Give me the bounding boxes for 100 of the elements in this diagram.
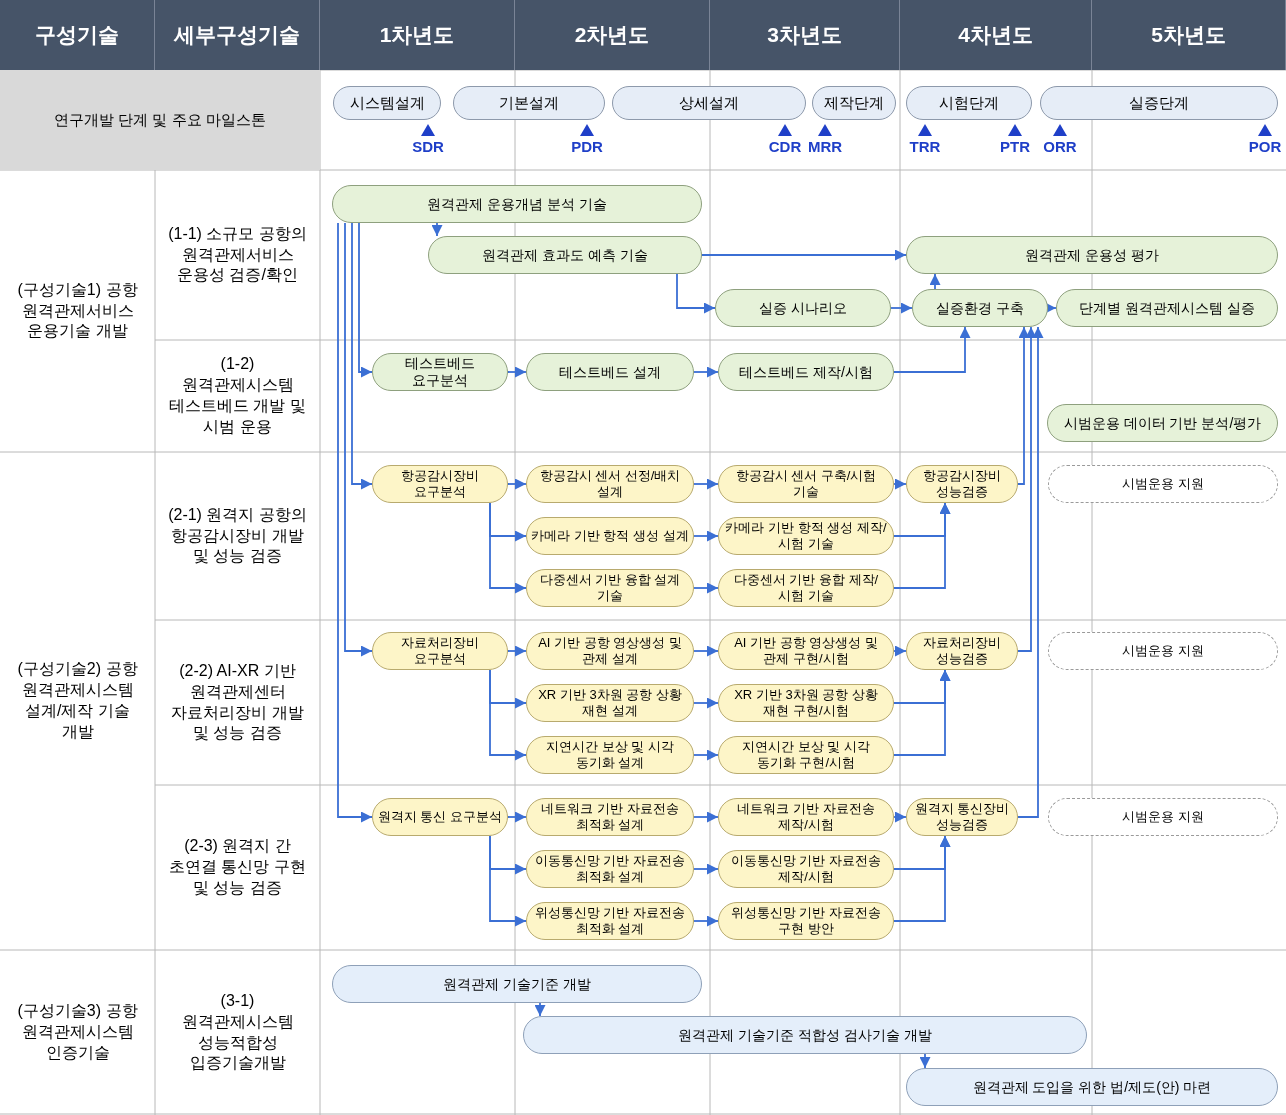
task-box xyxy=(526,632,694,670)
column-header: 5차년도 xyxy=(1092,0,1286,70)
task-label: 위성통신망 기반 자료전송 구현 방안 xyxy=(729,905,883,937)
task-box xyxy=(526,569,694,607)
task-label: 항공감시 센서 구축/시험 기술 xyxy=(734,468,878,500)
task-label: 원격관제 도입을 위한 법/제도(안) 마련 xyxy=(972,1078,1212,1096)
task-label: 네트워크 기반 자료전송 최적화 설계 xyxy=(540,801,680,833)
task-box xyxy=(372,465,508,503)
milestone-label: POR xyxy=(1248,138,1282,155)
task-label: 자료처리장비 요구분석 xyxy=(400,635,480,667)
arrow xyxy=(534,1002,546,1017)
milestone-label: TRR xyxy=(909,138,941,155)
task-box xyxy=(526,684,694,722)
task-label: 테스트베드 요구분석 xyxy=(404,355,476,389)
task-box xyxy=(718,902,894,940)
arrow xyxy=(693,530,719,542)
milestone-label: PTR xyxy=(1000,138,1030,155)
task-label: XR 기반 3차원 공항 상황 재현 설계 xyxy=(537,687,683,719)
task-label: 시범운용 데이터 기반 분석/평가 xyxy=(1063,414,1262,432)
task-label: XR 기반 3차원 공항 상황 재현 구현/시험 xyxy=(733,687,879,719)
task-box xyxy=(1048,798,1278,836)
task-box xyxy=(1048,465,1278,503)
arrow xyxy=(693,697,719,709)
milestone-label: PDR xyxy=(571,138,603,155)
task-box xyxy=(526,353,694,391)
arrow xyxy=(1017,326,1037,652)
task-label: 원격지 통신장비 성능검증 xyxy=(913,801,1011,833)
arrow xyxy=(893,645,907,657)
arrow xyxy=(1017,326,1030,485)
arrow xyxy=(507,645,527,657)
task-box xyxy=(428,236,702,274)
milestone-label: CDR xyxy=(768,138,802,155)
table-cell-text: (2-2) AI-XR 기반 원격관제센터 자료처리장비 개발 및 성능 검증 xyxy=(170,660,305,744)
task-label: 원격관제 운용성 평가 xyxy=(1025,246,1159,264)
milestone-label: SDR xyxy=(412,138,444,155)
task-label: 원격관제 운용개념 분석 기술 xyxy=(427,195,607,213)
task-box xyxy=(718,465,894,503)
arrow xyxy=(489,835,527,927)
column-header: 1차년도 xyxy=(320,0,515,70)
task-box xyxy=(372,632,508,670)
arrow xyxy=(507,366,527,378)
task-box xyxy=(523,1016,1087,1054)
phase-pill xyxy=(453,86,605,120)
arrow xyxy=(893,478,907,490)
task-label: 카메라 기반 항적 생성 설계 xyxy=(531,528,689,544)
column-header: 3차년도 xyxy=(710,0,900,70)
task-box xyxy=(372,798,508,836)
task-label: AI 기반 공항 영상생성 및 관제 구현/시험 xyxy=(733,635,879,667)
task-label: 시범운용 지원 xyxy=(1122,643,1204,659)
column-header: 4차년도 xyxy=(900,0,1092,70)
arrow xyxy=(507,478,527,490)
task-box xyxy=(1047,404,1278,442)
task-label: 지연시간 보상 및 시각 동기화 구현/시험 xyxy=(741,739,871,771)
task-label: 실증 시나리오 xyxy=(759,299,847,317)
task-label: 네트워크 기반 자료전송 제작/시험 xyxy=(736,801,876,833)
milestone-label: ORR xyxy=(1043,138,1077,155)
task-label: 다중센서 기반 융합 설계 기술 xyxy=(538,572,682,604)
phase-pill xyxy=(612,86,806,120)
column-header: 2차년도 xyxy=(515,0,710,70)
task-box xyxy=(718,798,894,836)
task-label: 실증환경 구축 xyxy=(936,299,1024,317)
phase-pill xyxy=(812,86,896,120)
task-box xyxy=(718,353,894,391)
task-box xyxy=(912,289,1048,327)
arrow xyxy=(676,273,716,314)
table-cell-text: (구성기술3) 공항 원격관제시스템 인증기술 xyxy=(16,1001,139,1063)
phase-label: 시험단계 xyxy=(939,94,999,112)
task-box xyxy=(332,185,702,223)
arrow xyxy=(893,326,971,373)
arrow xyxy=(693,582,719,594)
arrow xyxy=(693,366,719,378)
table-cell-text: (3-1) 원격관제시스템 성능적합성 입증기술개발 xyxy=(180,990,295,1074)
arrow xyxy=(693,863,719,875)
arrow xyxy=(919,1053,931,1069)
task-box xyxy=(906,465,1018,503)
task-label: 위성통신망 기반 자료전송 최적화 설계 xyxy=(533,905,687,937)
arrow xyxy=(890,302,913,314)
arrow xyxy=(893,669,951,756)
phase-pill xyxy=(1040,86,1278,120)
task-label: 원격관제 기술기준 개발 xyxy=(443,975,591,993)
phase-label: 시스템설계 xyxy=(349,94,425,112)
arrow xyxy=(893,502,951,589)
task-label: 시범운용 지원 xyxy=(1122,809,1204,825)
task-box xyxy=(372,353,508,391)
task-label: 테스트베드 제작/시험 xyxy=(739,363,873,381)
task-label: 원격관제 기술기준 적합성 검사기술 개발 xyxy=(678,1026,932,1044)
task-box xyxy=(1056,289,1278,327)
task-label: 항공감시장비 성능검증 xyxy=(922,468,1002,500)
task-label: 원격지 통신 요구분석 xyxy=(377,809,503,825)
phase-pill xyxy=(333,86,441,120)
task-box xyxy=(526,517,694,555)
arrow xyxy=(358,222,373,378)
arrow xyxy=(489,502,527,594)
task-box xyxy=(718,736,894,774)
task-box xyxy=(526,902,694,940)
task-box xyxy=(906,236,1278,274)
task-label: 이동통신망 기반 자료전송 최적화 설계 xyxy=(533,853,687,885)
arrow xyxy=(1045,302,1057,314)
table-cell-text: (구성기술2) 공항 원격관제시스템 설계/제작 기술 개발 xyxy=(16,659,139,742)
task-box xyxy=(906,1068,1278,1106)
